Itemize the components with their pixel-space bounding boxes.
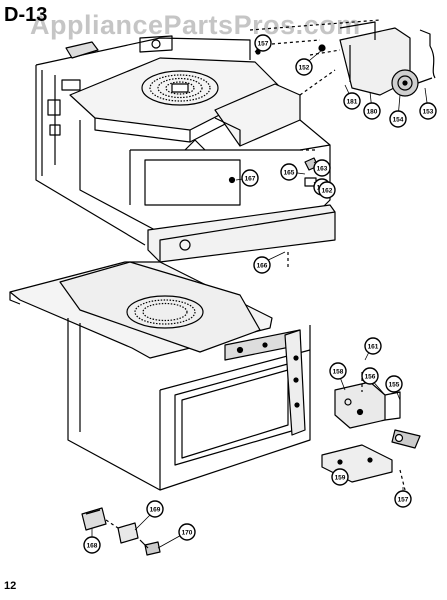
callout-number: 169 [150,507,161,514]
callout-number: 152 [299,65,310,72]
callout-159: 159 [331,468,349,486]
callout-number: 161 [368,344,379,351]
callout-154: 154 [389,110,407,128]
callout-labels: 157 152 181 180 154 153 [83,34,437,554]
callout-161: 161 [364,337,382,355]
callout-number: 180 [367,109,378,116]
callout-181: 181 [343,92,361,110]
upper-cabinet-assembly [35,19,381,268]
callout-166: 166 [253,256,271,274]
callout-number: 166 [257,263,268,270]
callout-number: 155 [389,382,400,389]
callout-180: 180 [363,102,381,120]
callout-157-top: 157 [254,34,272,52]
callout-number: 163 [317,166,328,173]
callout-number: 165 [284,170,295,177]
callout-169: 169 [146,500,164,518]
callout-165: 165 [280,163,298,181]
fan-motor-assembly [309,21,436,97]
callout-number: 157 [258,41,269,48]
callout-170: 170 [178,523,196,541]
watermark: AppliancePartsPros.com [30,10,361,40]
callout-number: 170 [182,530,193,537]
callout-number: 157 [398,497,409,504]
callout-168: 168 [83,536,101,554]
callout-number: 159 [335,475,346,482]
callout-number: 153 [423,109,434,116]
page-number: 12 [4,580,17,592]
callout-158: 158 [329,362,347,380]
callout-number: 156 [365,374,376,381]
callout-153: 153 [419,102,437,120]
callout-number: 167 [245,176,256,183]
callout-167: 167 [241,169,259,187]
callout-152: 152 [295,58,313,76]
callout-number: 158 [333,369,344,376]
callout-number: 154 [393,117,404,124]
callout-163: 163 [313,159,331,177]
callout-156: 156 [361,367,379,385]
callout-157-bottom: 157 [394,490,412,508]
lower-base-assembly [9,261,311,491]
callout-number: 168 [87,543,98,550]
callout-number: 162 [322,188,333,195]
diagram-code: D-13 [4,4,48,26]
callout-155: 155 [385,375,403,393]
small-parts-group [81,507,161,556]
callout-number: 181 [347,99,358,106]
callout-162: 162 [318,181,336,199]
